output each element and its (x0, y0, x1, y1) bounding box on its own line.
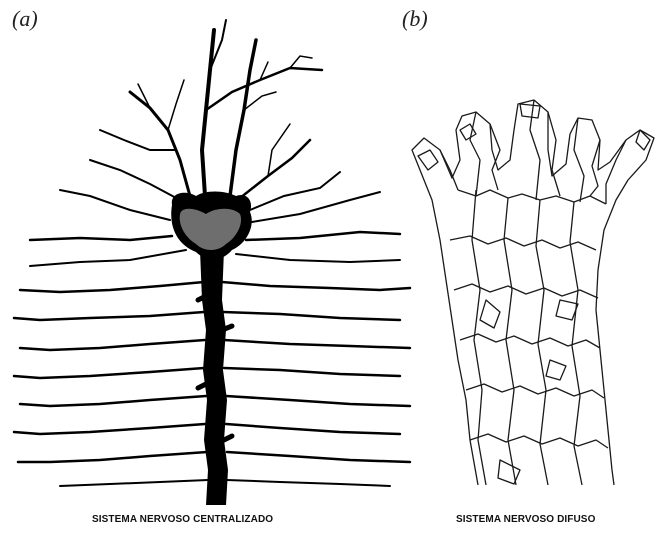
panel-b-caption: SISTEMA NERVOSO DIFUSO (456, 514, 595, 525)
diffuse-nervous-system (412, 100, 654, 485)
nerve-cord (200, 250, 228, 505)
centralized-nervous-system (14, 20, 410, 505)
panel-a-caption: SISTEMA NERVOSO CENTRALIZADO (92, 514, 273, 525)
